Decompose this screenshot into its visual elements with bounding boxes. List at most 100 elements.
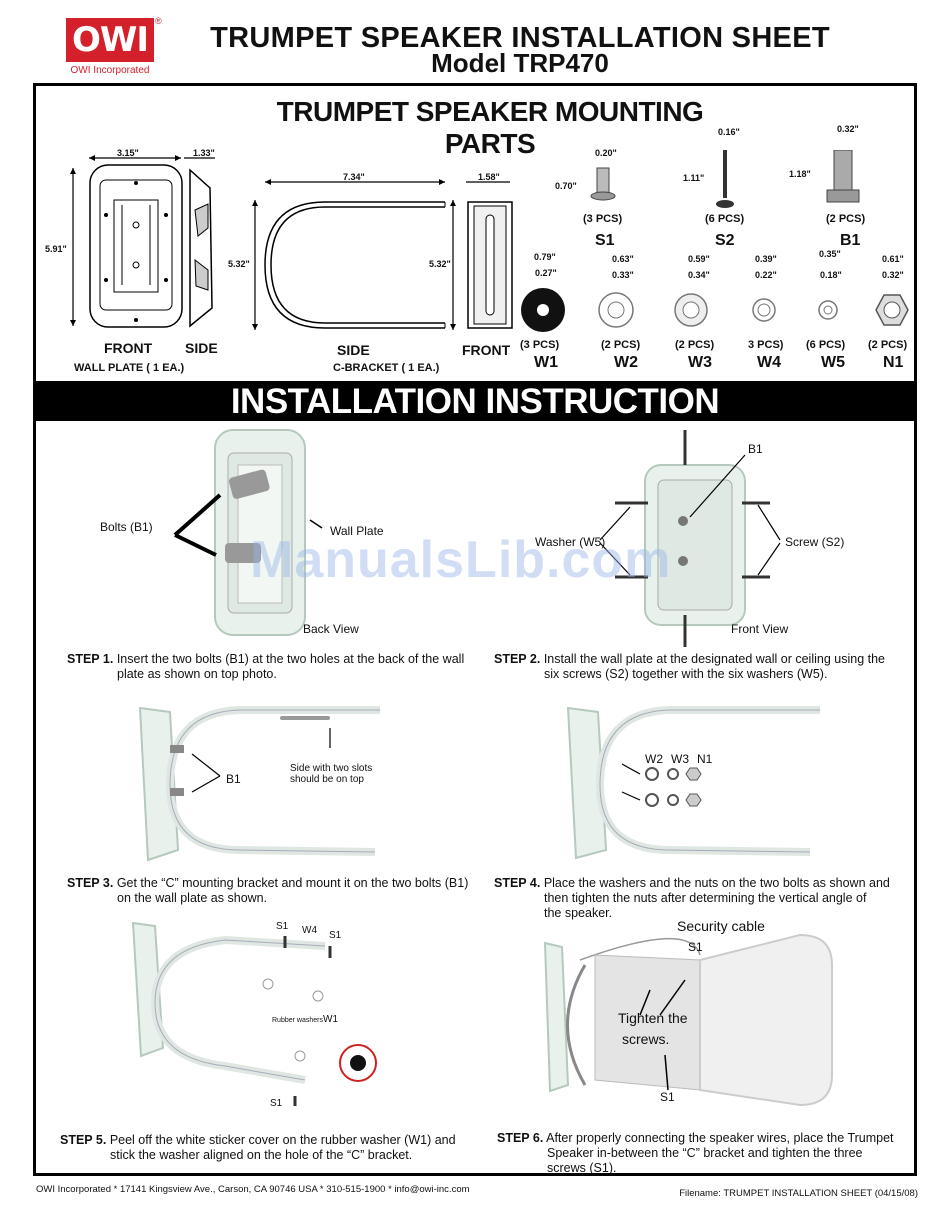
footer-filename: Filename: TRUMPET INSTALLATION SHEET (04…	[679, 1188, 918, 1199]
c-bracket-length-dim: 7.34"	[343, 172, 365, 182]
step1-photo	[173, 429, 323, 636]
c-bracket-front-label: FRONT	[462, 342, 511, 358]
step5-s1-top-left: S1	[276, 921, 289, 932]
w1-inner: 0.27"	[535, 268, 557, 278]
s2-pcs: (6 PCS)	[705, 213, 745, 225]
w5-label: W5	[821, 354, 845, 371]
step4-line1: Place the washers and the nuts on the tw…	[543, 876, 890, 890]
step3-line1: Get the “C” mounting bracket and mount i…	[116, 876, 469, 890]
watermark: ManualsLib.com	[250, 531, 672, 589]
slots-note-line2: should be on top	[290, 774, 364, 785]
step6-s1-top: S1	[688, 940, 703, 954]
w2-inner: 0.33"	[612, 270, 634, 280]
step6-photo	[543, 933, 833, 1107]
step6-text: STEP 6. After properly connecting the sp…	[497, 1131, 917, 1176]
model-title: Model TRP470	[431, 48, 609, 78]
step4-photo	[566, 706, 820, 860]
step6-number: STEP 6.	[497, 1131, 544, 1145]
wall-plate-drawing	[70, 155, 215, 328]
step3-photo	[138, 706, 380, 862]
step6-s1-bottom: S1	[660, 1090, 675, 1104]
screws-drawing	[590, 150, 860, 208]
w2-pcs: (2 PCS)	[601, 339, 641, 351]
w4-label: W4	[757, 354, 781, 371]
document-title: TRUMPET SPEAKER INSTALLATION SHEET	[210, 22, 830, 54]
step3-number: STEP 3.	[67, 876, 114, 890]
logo-registered-mark: ®	[155, 16, 162, 26]
step5-photo	[131, 921, 377, 1106]
step4-line2: then tighten the nuts after determining …	[544, 891, 867, 905]
n1-label: N1	[883, 354, 904, 371]
b1-label: B1	[840, 232, 861, 249]
step6-line1: After properly connecting the speaker wi…	[546, 1131, 894, 1145]
w1-outer: 0.79"	[534, 252, 556, 262]
logo-text: OWI	[66, 18, 154, 62]
wall-plate-front-label: FRONT	[104, 340, 153, 356]
step6-line3: screws (S1).	[547, 1161, 617, 1175]
b1-dim-b: 1.18"	[789, 169, 811, 179]
step2-line2: six screws (S2) together with the six wa…	[544, 667, 828, 681]
step1-number: STEP 1.	[67, 652, 114, 666]
step2-photo	[599, 430, 781, 647]
w4-pcs: 3 PCS)	[748, 339, 784, 351]
logo-subtitle: OWI Incorporated	[70, 65, 150, 76]
w2-photo-label: W2	[645, 752, 663, 766]
wall-plate-height-dim: 5.91"	[45, 244, 67, 254]
wall-plate-side	[189, 168, 213, 328]
slots-note-line1: Side with two slots	[290, 763, 373, 774]
w2-outer: 0.63"	[612, 254, 634, 264]
step4-text: STEP 4. Place the washers and the nuts o…	[494, 876, 914, 921]
b1-dim-a: 0.32"	[837, 124, 859, 134]
c-bracket-side-label: SIDE	[337, 342, 370, 358]
step1-text: STEP 1. Insert the two bolts (B1) at the…	[67, 652, 487, 682]
step5-text: STEP 5. Peel off the white sticker cover…	[60, 1133, 480, 1163]
wall-plate-depth-dim: 1.33"	[193, 148, 215, 158]
w4-inner: 0.22"	[755, 270, 777, 280]
step5-w4-label: W4	[302, 925, 317, 936]
content-frame	[33, 83, 917, 1176]
n1-photo-label: N1	[697, 752, 713, 766]
step2-number: STEP 2.	[494, 652, 541, 666]
step3-line2: on the wall plate as shown.	[117, 891, 268, 905]
n1-pcs: (2 PCS)	[868, 339, 908, 351]
s1-dim-b: 0.70"	[555, 181, 577, 191]
s1-pcs: (3 PCS)	[583, 213, 623, 225]
washers-drawing	[521, 288, 909, 332]
step6-line2: Speaker in-between the “C” bracket and t…	[547, 1146, 863, 1160]
c-bracket-front-width-dim: 1.58"	[478, 172, 500, 182]
w3-label: W3	[688, 354, 712, 371]
step5-w1-label: W1	[323, 1014, 338, 1025]
w5-pcs: (6 PCS)	[806, 339, 846, 351]
w3-outer: 0.59"	[688, 254, 710, 264]
step3-text: STEP 3. Get the “C” mounting bracket and…	[67, 876, 487, 906]
washer-w5-label: Washer (W5)	[535, 535, 606, 549]
w3-inner: 0.34"	[688, 270, 710, 280]
s1-label: S1	[595, 232, 615, 249]
tighten-label-line1: Tighten the	[618, 1010, 688, 1026]
w1-label: W1	[534, 354, 558, 371]
step5-line2: stick the washer aligned on the hole of …	[110, 1148, 413, 1162]
wall-plate-caption: WALL PLATE ( 1 EA.)	[74, 362, 185, 374]
back-view-label: Back View	[303, 622, 359, 636]
step5-s1-bottom: S1	[270, 1098, 283, 1109]
c-bracket-front-drawing	[466, 181, 513, 329]
footer-address: OWI Incorporated * 17141 Kingsview Ave.,…	[36, 1184, 470, 1195]
w2-label: W2	[614, 354, 638, 371]
n1-inner: 0.32"	[882, 270, 904, 280]
owi-logo: OWI ® OWI Incorporated	[66, 16, 162, 82]
w3-pcs: (2 PCS)	[675, 339, 715, 351]
c-bracket-height-dim-left: 5.32"	[228, 259, 250, 269]
step4-line3: the speaker.	[544, 906, 613, 920]
step5-s1-top-right: S1	[329, 930, 342, 941]
w5-outer: 0.35"	[819, 249, 841, 259]
step1-line2: plate as shown on top photo.	[117, 667, 277, 681]
s2-label: S2	[715, 232, 735, 249]
step3-b1-label: B1	[226, 772, 241, 786]
s2-dim-b: 1.11"	[683, 173, 705, 183]
c-bracket-drawing	[252, 179, 456, 330]
rubber-washers-label: Rubber washers	[272, 1017, 323, 1024]
w5-inner: 0.18"	[820, 270, 842, 280]
front-view-label: Front View	[731, 622, 789, 636]
step2-b1-label: B1	[748, 442, 763, 456]
w1-pcs: (3 PCS)	[520, 339, 560, 351]
